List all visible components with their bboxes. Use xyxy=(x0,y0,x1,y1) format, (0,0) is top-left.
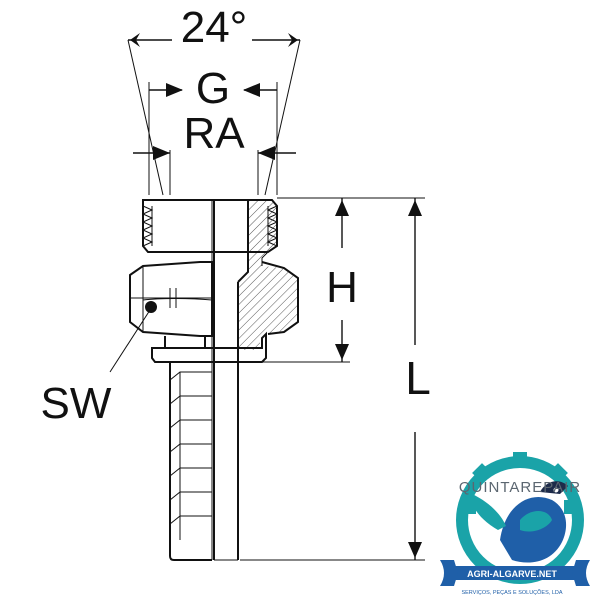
logo-website: AGRI-ALGARVE.NET xyxy=(467,569,557,579)
g-label: G xyxy=(196,64,230,113)
sw-dimension: SW xyxy=(41,309,151,428)
angle-label: 24° xyxy=(181,3,248,52)
h-label: H xyxy=(326,263,358,312)
ra-dimension: RA xyxy=(133,109,296,195)
logo-brand: QUINTAREPAIR xyxy=(459,479,581,496)
g-dimension: G xyxy=(148,64,278,195)
h-dimension: H xyxy=(262,197,425,363)
ra-label: RA xyxy=(183,109,245,158)
sw-label: SW xyxy=(41,379,112,428)
bird-icon xyxy=(468,481,568,563)
wrench-icon xyxy=(440,560,590,586)
l-dimension: L xyxy=(240,198,431,561)
angle-dimension: 24° xyxy=(127,3,301,196)
l-label: L xyxy=(405,352,431,404)
quintarepair-logo: QUINTAREPAIR AGRI-ALGARVE.NET SERVIÇOS, … xyxy=(440,452,590,596)
logo-tagline: SERVIÇOS, PEÇAS E SOLUÇÕES, LDA xyxy=(461,589,562,596)
fitting-body xyxy=(129,199,299,561)
